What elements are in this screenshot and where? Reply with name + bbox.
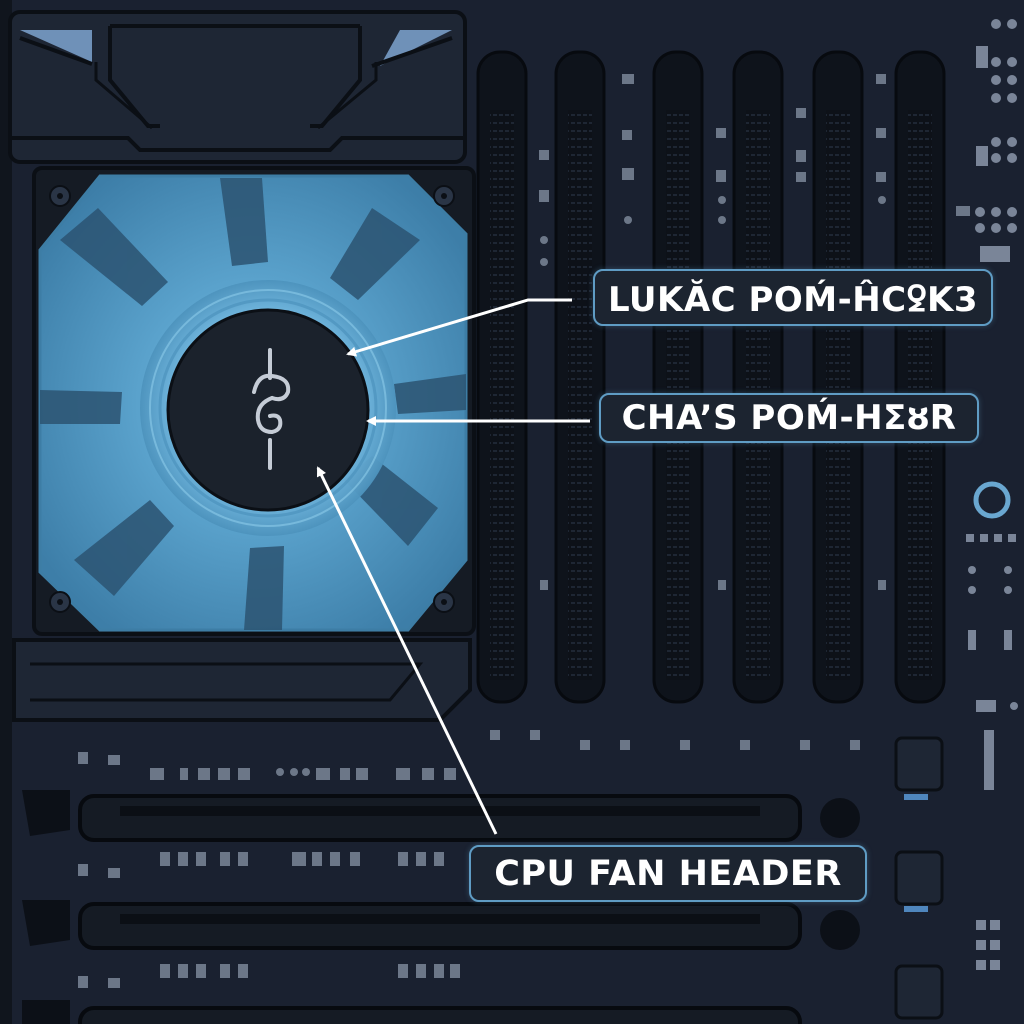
callout-label-1: LUKĂC POḾ-ĤCꝿK3 [593, 269, 993, 326]
smd-components [78, 730, 860, 988]
fan-hub [166, 308, 370, 512]
callout-label-2: CHA’S POḾ-HΣȣR [599, 393, 979, 443]
arrow-callout-3 [316, 466, 498, 835]
cooler-bracket [12, 638, 472, 722]
vrm-heatsink [8, 10, 467, 164]
callout-text-1: LUKĂC POḾ-ĤCꝿK3 [607, 279, 979, 320]
pcie-slots [22, 790, 860, 1024]
right-edge-components [966, 19, 1018, 970]
callout-text-2: CHA’S POḾ-HΣȣR [621, 398, 957, 438]
cpu-fan [32, 166, 476, 636]
s-glyph-icon [252, 348, 291, 470]
callout-text-3: CPU FAN HEADER [494, 853, 842, 894]
arrow-callout-1 [346, 298, 572, 357]
callout-arrows [316, 298, 590, 835]
callout-label-cpu-fan-header: CPU FAN HEADER [469, 845, 867, 902]
chokes [894, 736, 944, 1020]
